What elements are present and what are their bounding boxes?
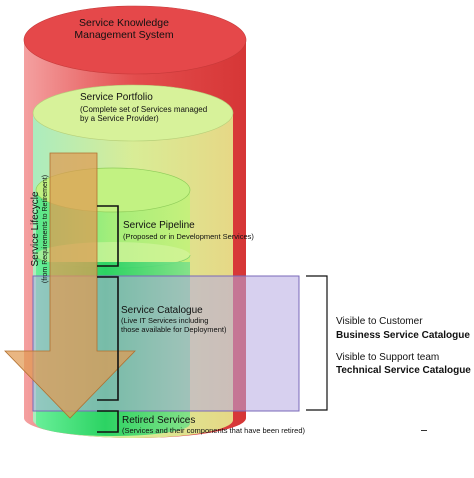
catalogue-subtitle: (Live IT Services including those availa… [121, 316, 227, 334]
skms-title-line2: Management System [74, 29, 174, 42]
portfolio-subtitle-line1: (Complete set of Services managed [80, 105, 208, 114]
lifecycle-arrow [4, 152, 136, 419]
catalogue-bracket [97, 276, 119, 401]
skms-title: Service Knowledge Management System [58, 17, 190, 41]
lifecycle-subtitle: (from Requirements to Retirement) [41, 174, 49, 284]
catalogue-subtitle-line2: those available for Deployment) [121, 324, 227, 334]
visibility-bracket [306, 275, 328, 411]
stray-mark [421, 430, 427, 431]
visible-to-customer: Visible to Customer [336, 316, 423, 327]
retired-subtitle: (Services and their components that have… [122, 426, 306, 435]
lifecycle-title: Service Lifecycle [30, 191, 41, 267]
portfolio-title: Service Portfolio [80, 92, 153, 103]
portfolio-subtitle: (Complete set of Services managed by a S… [80, 105, 207, 123]
technical-service-catalogue: Technical Service Catalogue [336, 365, 471, 376]
skms-title-line1: Service Knowledge [79, 17, 169, 29]
pipeline-subtitle: (Proposed or in Development Services) [123, 232, 254, 241]
lifecycle-label: Service Lifecycle (from Requirements to … [30, 164, 50, 294]
retired-bracket [97, 410, 119, 433]
catalogue-title: Service Catalogue [121, 305, 203, 316]
catalogue-subtitle-line1: (Live IT Services including [121, 316, 209, 325]
pipeline-title: Service Pipeline [123, 220, 195, 231]
visible-to-support: Visible to Support team [336, 352, 440, 363]
business-service-catalogue: Business Service Catalogue [336, 330, 470, 341]
pipeline-bracket [97, 205, 119, 267]
portfolio-subtitle-line2: by a Service Provider) [80, 114, 159, 124]
retired-title: Retired Services [122, 415, 196, 426]
